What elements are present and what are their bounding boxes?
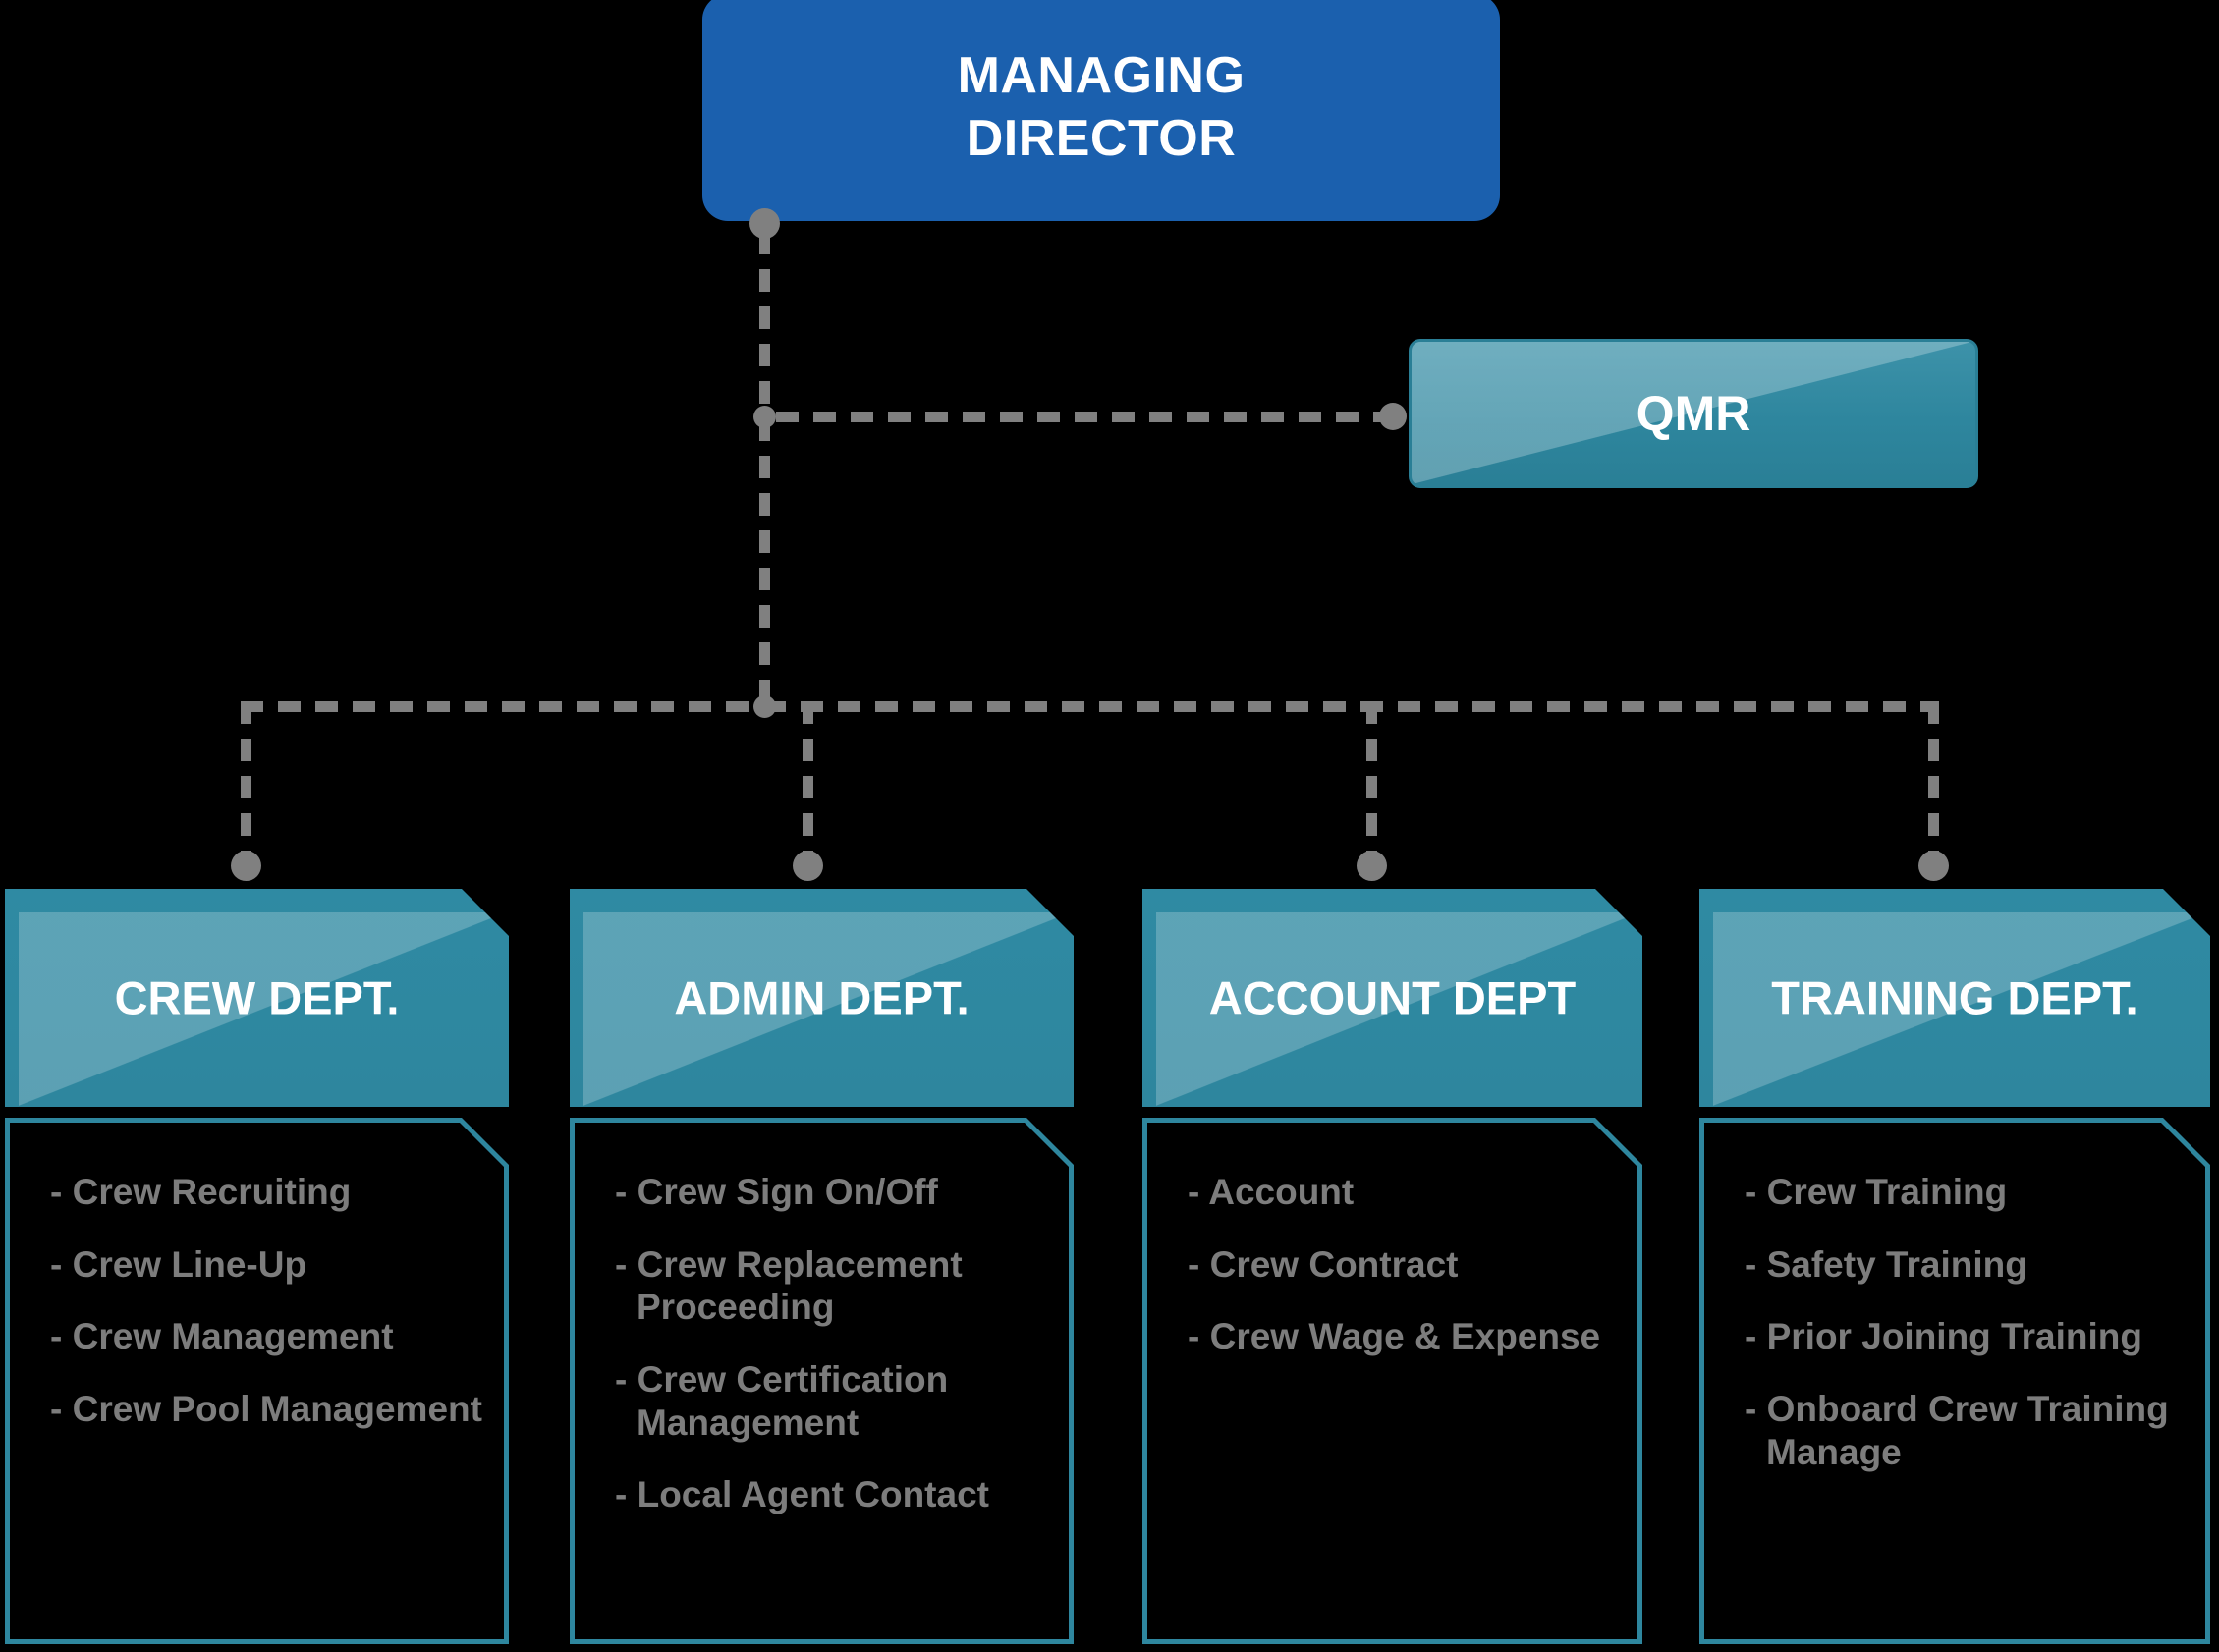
managing-director-label-line1: MANAGING (957, 47, 1246, 105)
connector-qmr-horizontal (776, 412, 1385, 422)
list-item: - Account (1188, 1172, 1355, 1212)
list-item: - Crew Training (1745, 1172, 2008, 1212)
department-body-fill-admin (575, 1123, 1069, 1639)
managing-director-label-line2: DIRECTOR (966, 109, 1237, 167)
department-list-admin: - Crew Sign On/Off - Crew Replacement Pr… (615, 1171, 1058, 1546)
list-item: - Safety Training (1745, 1243, 2027, 1285)
department-title-crew: CREW DEPT. (114, 971, 400, 1024)
connector-drop-training (1928, 701, 1939, 858)
list-item: - Crew Management (50, 1316, 394, 1357)
list-item: - Crew Pool Management (50, 1388, 482, 1429)
department-list-account: - Account - Crew Contract - Crew Wage & … (1188, 1171, 1627, 1388)
managing-director-label: MANAGING DIRECTOR (958, 45, 1246, 170)
department-column-training: TRAINING DEPT. - Crew Training - Safety … (1699, 889, 2210, 1644)
department-column-account: ACCOUNT DEPT - Account - Crew Contract -… (1142, 889, 1642, 1644)
list-item: - Crew Certification Management (615, 1358, 949, 1443)
connector-drop-crew (241, 701, 251, 858)
list-item: - Crew Sign On/Off (615, 1172, 938, 1212)
connector-drop-account (1366, 701, 1377, 858)
connector-drop-admin (803, 701, 813, 858)
qmr-node[interactable]: QMR (1409, 339, 1978, 488)
department-title-admin: ADMIN DEPT. (674, 971, 970, 1024)
list-item: - Crew Recruiting (50, 1172, 352, 1212)
connector-dot-training (1918, 851, 1949, 881)
department-body-fill-crew (10, 1123, 504, 1639)
list-item: - Prior Joining Training (1745, 1316, 2142, 1357)
connector-dot-crew (231, 851, 261, 881)
list-item: - Crew Replacement Proceeding (615, 1243, 963, 1328)
qmr-label: QMR (1636, 386, 1751, 441)
list-item: - Crew Wage & Expense (1188, 1316, 1601, 1357)
department-column-admin: ADMIN DEPT. - Crew Sign On/Off - Crew Re… (570, 889, 1074, 1644)
list-item: - Crew Line-Up (50, 1243, 307, 1285)
department-body-admin: - Crew Sign On/Off - Crew Replacement Pr… (570, 1118, 1074, 1644)
department-header-training[interactable]: TRAINING DEPT. (1699, 889, 2210, 1107)
department-body-fill-training (1704, 1123, 2205, 1639)
connector-dot-qmr-branch (753, 406, 776, 428)
connector-main-bus (241, 701, 1939, 712)
connector-dot-qmr (1379, 403, 1407, 430)
department-body-account: - Account - Crew Contract - Crew Wage & … (1142, 1118, 1642, 1644)
department-header-crew[interactable]: CREW DEPT. (5, 889, 509, 1107)
list-item: - Local Agent Contact (615, 1474, 989, 1515)
department-header-account[interactable]: ACCOUNT DEPT (1142, 889, 1642, 1107)
connector-dot-account (1357, 851, 1387, 881)
department-title-training: TRAINING DEPT. (1771, 971, 2138, 1024)
department-body-training: - Crew Training - Safety Training - Prio… (1699, 1118, 2210, 1644)
connector-dot-admin (793, 851, 823, 881)
department-body-crew: - Crew Recruiting - Crew Line-Up - Crew … (5, 1118, 509, 1644)
list-item: - Onboard Crew Training Manage (1745, 1388, 2169, 1472)
managing-director-node[interactable]: MANAGING DIRECTOR (702, 0, 1500, 221)
department-list-crew: - Crew Recruiting - Crew Line-Up - Crew … (50, 1171, 493, 1460)
department-column-crew: CREW DEPT. - Crew Recruiting - Crew Line… (5, 889, 509, 1644)
list-item: - Crew Contract (1188, 1243, 1459, 1285)
department-title-account: ACCOUNT DEPT (1208, 971, 1577, 1024)
department-body-fill-account (1147, 1123, 1637, 1639)
department-list-training: - Crew Training - Safety Training - Prio… (1745, 1171, 2194, 1503)
department-header-admin[interactable]: ADMIN DEPT. (570, 889, 1074, 1107)
connector-trunk-vertical (759, 232, 770, 713)
